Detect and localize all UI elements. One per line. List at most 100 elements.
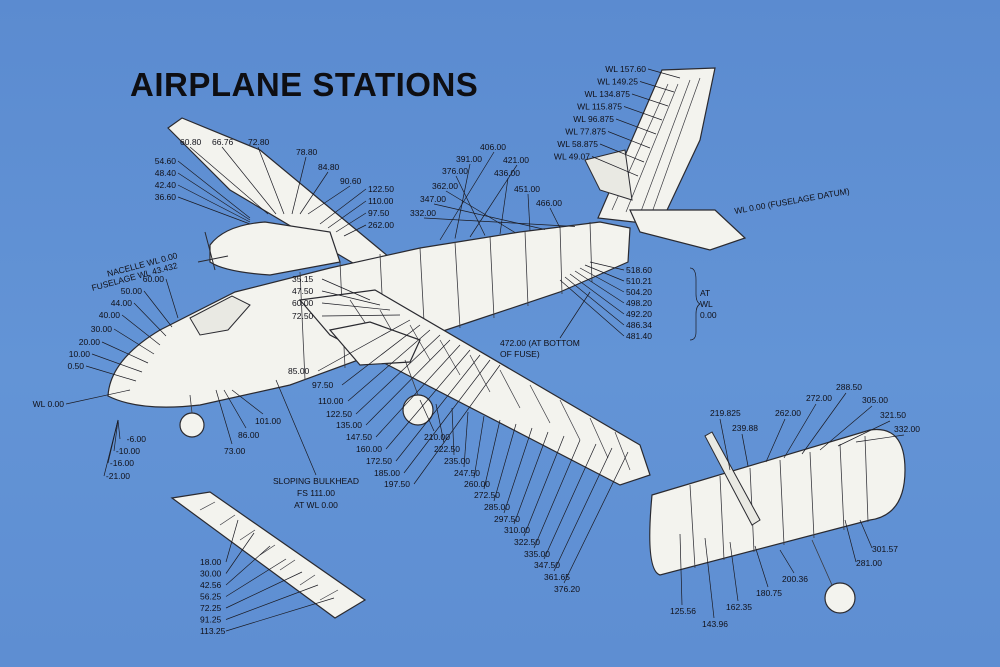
aft-at-wl-note: WL bbox=[700, 299, 713, 309]
nose-station-label: 10.00 bbox=[69, 349, 91, 359]
nose-station-label: 40.00 bbox=[99, 310, 121, 320]
nose-station-label: -6.00 bbox=[127, 434, 147, 444]
tail-waterline-label: WL 96.875 bbox=[573, 114, 614, 124]
leader-line bbox=[463, 411, 469, 468]
leader-line bbox=[113, 419, 119, 452]
leader-line bbox=[299, 171, 329, 215]
leader-line bbox=[719, 418, 731, 471]
aft-at-wl-note: AT bbox=[700, 288, 710, 298]
detail-top-station-label: 239.88 bbox=[732, 423, 758, 433]
tail-waterline-label: WL 58.875 bbox=[557, 139, 598, 149]
leader-line bbox=[439, 151, 495, 241]
leader-line bbox=[549, 207, 561, 229]
leader-line bbox=[225, 558, 287, 597]
leader-line bbox=[215, 389, 233, 445]
leader-line bbox=[291, 156, 307, 215]
leader-line bbox=[435, 403, 445, 444]
nacelle-top-station-label: 84.80 bbox=[318, 162, 340, 172]
leader-line bbox=[765, 418, 786, 463]
detail-bottom-station-label: 125.56 bbox=[670, 606, 696, 616]
tail-waterline-label: WL 149.25 bbox=[597, 77, 638, 87]
left-propeller bbox=[197, 231, 229, 271]
leader-line bbox=[679, 533, 683, 606]
leader-line bbox=[177, 172, 251, 221]
airplane-drawing bbox=[107, 67, 747, 486]
cabin-main-wheel bbox=[824, 582, 856, 614]
leader-line bbox=[321, 302, 391, 311]
cabin-station-label: 197.50 bbox=[384, 479, 410, 489]
leader-line bbox=[631, 93, 669, 107]
station-labels: 60.0050.0044.0040.0030.0020.0010.000.50W… bbox=[33, 64, 921, 636]
leader-line bbox=[365, 339, 451, 426]
sloping-bulkhead-note: SLOPING BULKHEAD bbox=[273, 476, 359, 486]
detail-top-station-label: 305.00 bbox=[862, 395, 888, 405]
leader-line bbox=[647, 68, 681, 79]
cabin-station-label: 47.50 bbox=[292, 286, 314, 296]
cabin-station-label: 97.50 bbox=[312, 380, 334, 390]
leader-line bbox=[307, 185, 351, 215]
leader-line bbox=[221, 146, 277, 215]
fuselage-top-station-label: 436.00 bbox=[494, 168, 520, 178]
flap-station-label: 18.00 bbox=[200, 557, 222, 567]
leader-line bbox=[527, 193, 531, 232]
leader-line bbox=[223, 389, 247, 429]
detail-bottom-station-label: 162.35 bbox=[726, 602, 752, 612]
leader-line bbox=[783, 403, 817, 459]
aft-station-label: 504.20 bbox=[626, 287, 652, 297]
fuselage-datum-label: WL 0.00 (FUSELAGE DATUM) bbox=[734, 186, 851, 216]
leader-line bbox=[225, 597, 335, 632]
fuselage-top-station-label: 332.00 bbox=[410, 208, 436, 218]
leader-line bbox=[347, 329, 431, 402]
leader-line bbox=[321, 290, 381, 306]
leader-line bbox=[375, 344, 461, 438]
detail-top-station-label: 288.50 bbox=[836, 382, 862, 392]
nose-station-label: -16.00 bbox=[110, 458, 134, 468]
detail-top-station-label: 219.825 bbox=[710, 408, 741, 418]
nacelle-station-label: 42.40 bbox=[155, 180, 177, 190]
nose-station-label: -21.00 bbox=[106, 471, 130, 481]
nose-station-label: -10.00 bbox=[116, 446, 140, 456]
leader-line bbox=[569, 273, 625, 315]
leader-line bbox=[473, 415, 485, 479]
right-engine-nacelle bbox=[328, 321, 421, 366]
leader-line bbox=[231, 389, 264, 415]
right-horizontal-stabilizer bbox=[629, 209, 747, 251]
left-engine-nacelle bbox=[209, 221, 341, 276]
leader-line bbox=[445, 190, 516, 233]
leader-line bbox=[553, 447, 613, 572]
aft-station-label: 492.20 bbox=[626, 309, 652, 319]
nose-station-label: 0.50 bbox=[67, 361, 84, 371]
leader-line bbox=[177, 196, 251, 225]
flap-ribs bbox=[199, 501, 339, 601]
nose-station-label: WL 0.00 bbox=[33, 399, 65, 409]
wing-station-label: 235.00 bbox=[444, 456, 470, 466]
nacelle-top-station-label: 66.76 bbox=[212, 137, 234, 147]
leader-line bbox=[559, 279, 625, 337]
nacelle-right-station-label: 122.50 bbox=[368, 184, 394, 194]
fuselage-top-station-label: 391.00 bbox=[456, 154, 482, 164]
cabin-station-label: 172.50 bbox=[366, 456, 392, 466]
tail-waterline-label: WL 134.875 bbox=[584, 89, 630, 99]
leader-line bbox=[91, 353, 143, 373]
leader-line bbox=[101, 341, 149, 364]
nose-station-label: 60.00 bbox=[143, 274, 165, 284]
wing-station-label: 376.20 bbox=[554, 584, 580, 594]
flap-panel bbox=[170, 491, 367, 619]
nose-station-label: 20.00 bbox=[79, 337, 101, 347]
nacelle-station-label: 54.60 bbox=[155, 156, 177, 166]
leader-line bbox=[729, 541, 739, 602]
leader-line bbox=[423, 217, 576, 227]
leader-line bbox=[319, 188, 367, 225]
fuselage-top-station-label: 347.00 bbox=[420, 194, 446, 204]
leader-line bbox=[615, 118, 657, 135]
fuselage-top-station-label: 451.00 bbox=[514, 184, 540, 194]
leader-line bbox=[837, 420, 891, 447]
leader-line bbox=[623, 106, 663, 121]
detail-bottom-station-label: 200.36 bbox=[782, 574, 808, 584]
fuselage-top-station-label: 376.00 bbox=[442, 166, 468, 176]
flap-station-label: 72.25 bbox=[200, 603, 222, 613]
leader-line bbox=[225, 532, 255, 574]
tail-waterline-label: WL 157.60 bbox=[605, 64, 646, 74]
leader-line bbox=[607, 131, 651, 149]
cabin-station-label: 185.00 bbox=[374, 468, 400, 478]
